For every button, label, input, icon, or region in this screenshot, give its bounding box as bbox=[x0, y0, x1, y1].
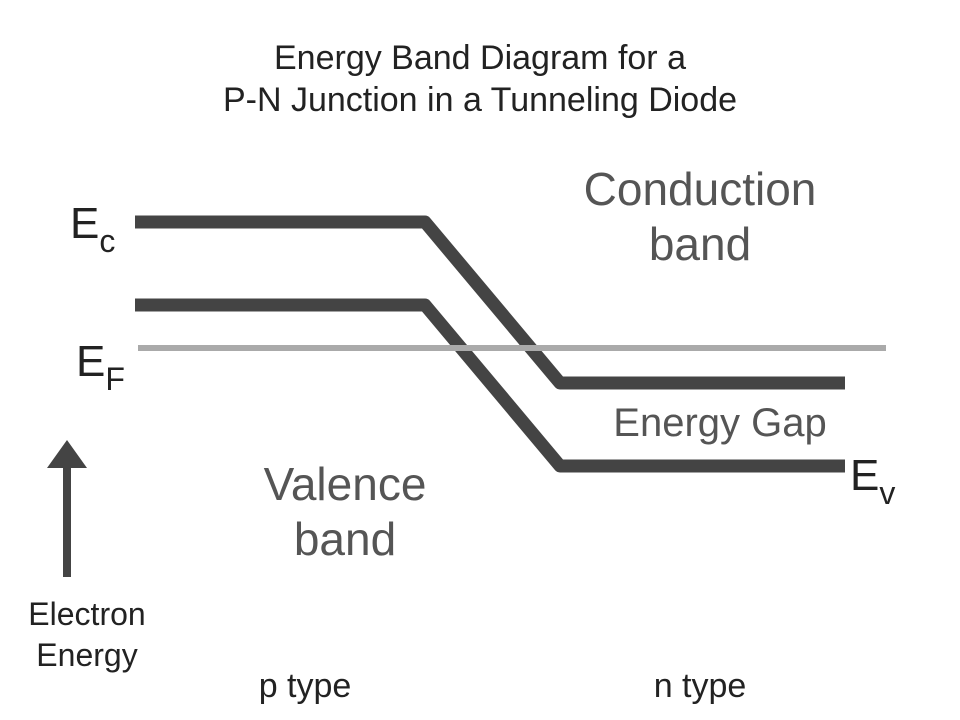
electron-energy-arrow bbox=[47, 440, 87, 577]
ev-level-label: Ev bbox=[850, 451, 895, 512]
n-type-label: n type bbox=[653, 667, 747, 705]
ec-level-subscript: c bbox=[99, 223, 116, 259]
ef-level-symbol: E bbox=[76, 337, 106, 386]
valence-band-label-line-1: Valence bbox=[263, 458, 427, 510]
valence-band-label-line-2: band bbox=[293, 513, 397, 565]
ec-level-symbol: E bbox=[70, 199, 100, 248]
electron-energy-label-line-1: Electron bbox=[28, 596, 146, 632]
arrow-head-icon bbox=[47, 440, 87, 468]
conduction-band-label-line-2: band bbox=[648, 218, 752, 270]
p-type-label: p type bbox=[258, 667, 352, 705]
energy-gap-label: Energy Gap bbox=[613, 401, 827, 445]
ev-level-subscript: v bbox=[879, 475, 896, 511]
ec-level-label: Ec bbox=[70, 199, 115, 260]
conduction-band-edge bbox=[135, 215, 845, 390]
ev-level-symbol: E bbox=[850, 451, 880, 500]
valence-band-edge bbox=[135, 298, 845, 473]
electron-energy-label-line-2: Energy bbox=[36, 637, 138, 673]
ef-level-label: EF bbox=[76, 337, 125, 398]
conduction-band-label-line-1: Conduction bbox=[583, 163, 817, 215]
ef-level-subscript: F bbox=[105, 361, 125, 397]
diagram-title-line-2: P-N Junction in a Tunneling Diode bbox=[222, 81, 738, 119]
diagram-title-line-1: Energy Band Diagram for a bbox=[274, 39, 686, 77]
